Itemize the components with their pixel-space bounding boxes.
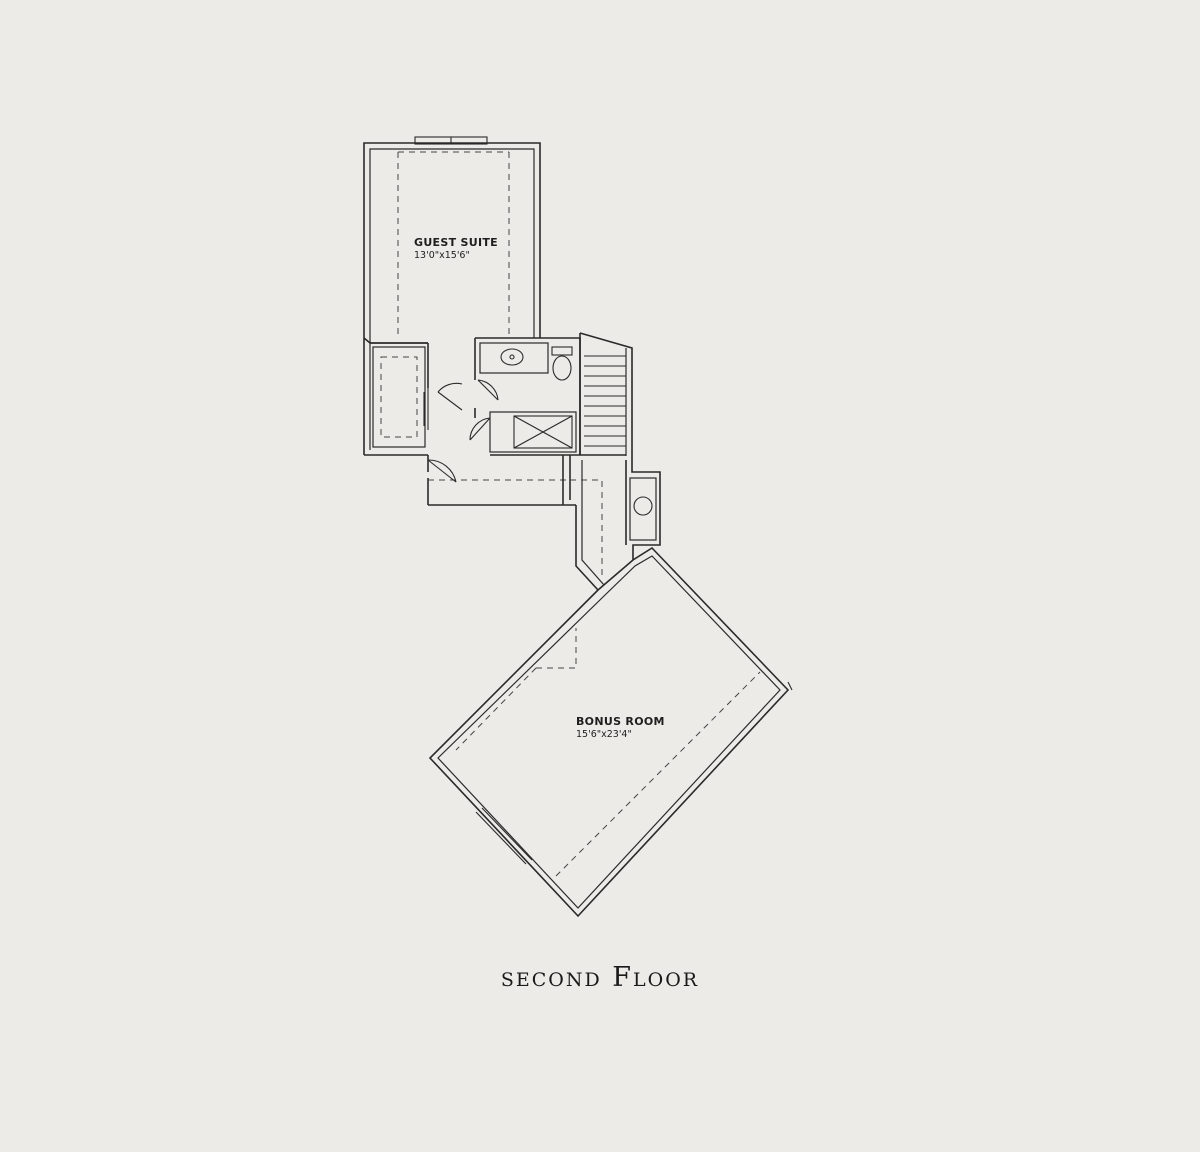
bonus-room-walls [428, 546, 793, 918]
closet [363, 337, 429, 448]
bonus-room-dimensions: 15'6"x23'4" [576, 729, 632, 740]
guest-suite-label: GUEST SUITE [414, 236, 498, 249]
guest-suite-walls [363, 136, 541, 456]
floor-title: second Floor [500, 962, 700, 993]
bathroom [474, 337, 581, 456]
bonus-room-label: BONUS ROOM [576, 715, 665, 728]
guest-suite-dimensions: 13'0"x15'6" [414, 250, 470, 261]
hall [427, 343, 576, 506]
corridor [562, 455, 627, 591]
staircase [579, 332, 661, 560]
